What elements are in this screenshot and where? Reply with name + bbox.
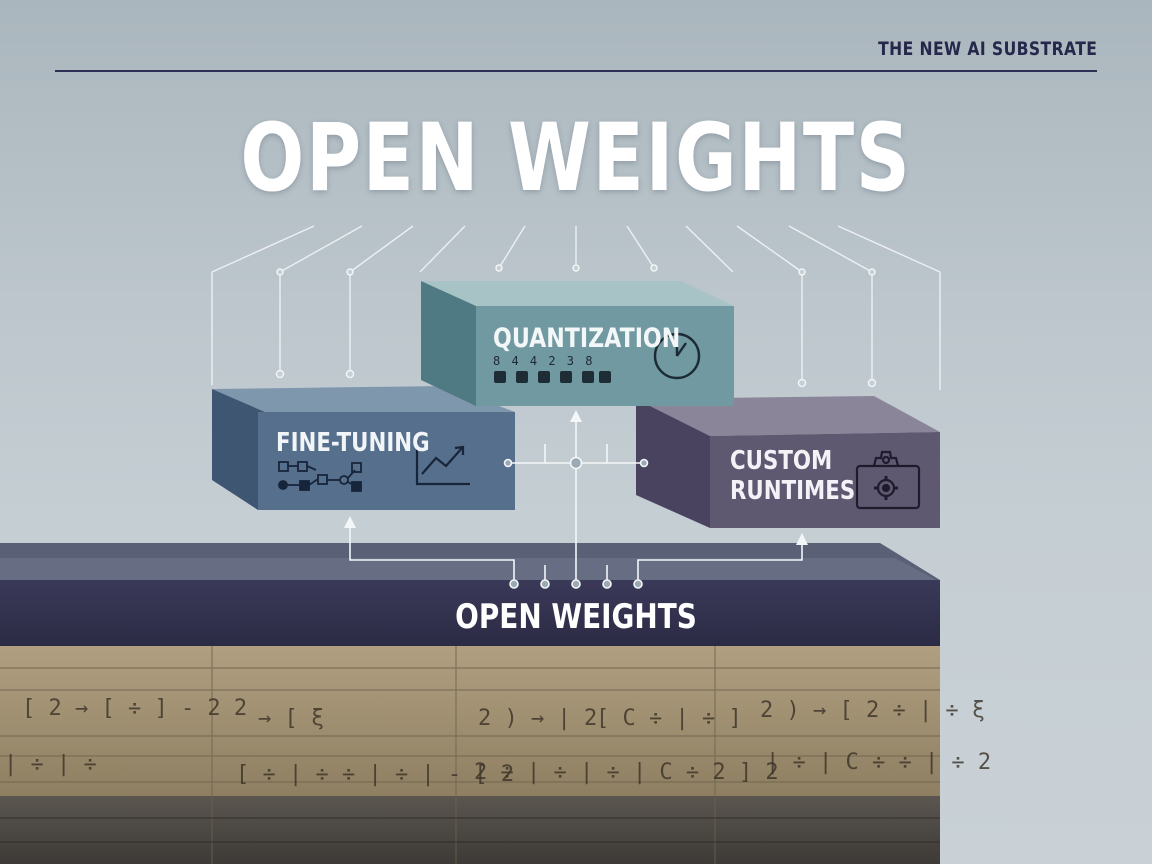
hero-title: OPEN WEIGHTS bbox=[240, 104, 912, 213]
custom-runtimes-label-line1: CUSTOM bbox=[730, 446, 833, 476]
rock-glyph: [ C ÷ | ÷ ] bbox=[596, 706, 742, 731]
rock-strata bbox=[0, 646, 940, 864]
rock-glyph: 2 ) → [ 2 ÷ | ÷ ξ bbox=[760, 698, 986, 723]
foundation-slab bbox=[0, 543, 940, 646]
trend-chart-icon bbox=[415, 440, 470, 486]
rock-glyph: [ 2 → [ ÷ ] - 2 2 bbox=[22, 696, 248, 721]
kicker-title: THE NEW AI SUBSTRATE bbox=[877, 38, 1097, 60]
quantization-label: QUANTIZATION bbox=[493, 323, 681, 354]
fine-tuning-block bbox=[212, 386, 515, 510]
center-dots bbox=[503, 456, 649, 589]
quantization-bit-digits: 8 4 4 2 3 8 bbox=[493, 354, 595, 368]
center-arrowheads bbox=[344, 410, 808, 545]
network-nodes-icon bbox=[278, 461, 362, 492]
connector-dots bbox=[275, 264, 877, 388]
rock-glyph: [ ÷ | ÷ ÷ | ÷ | - [ 2 bbox=[236, 762, 515, 787]
custom-runtimes-label-line2: RUNTIMES bbox=[730, 476, 856, 506]
rock-glyph: 2 ÷ | ÷ | ÷ | C ÷ 2 ] 2 bbox=[474, 760, 779, 785]
header-rule bbox=[55, 70, 1097, 72]
title-connector-lines bbox=[211, 225, 941, 390]
fine-tuning-label: FINE-TUNING bbox=[276, 428, 430, 458]
rock-glyph: → [ ξ bbox=[258, 706, 325, 731]
rock-glyph: 2 ) → | 2 bbox=[478, 706, 598, 731]
rock-glyph: | ÷ | ÷ bbox=[4, 752, 97, 777]
bit-squares bbox=[494, 371, 611, 383]
gear-window-icon bbox=[855, 450, 921, 510]
clock-icon bbox=[653, 332, 701, 380]
foundation-label: OPEN WEIGHTS bbox=[455, 597, 697, 637]
rock-glyph: | ÷ | C ÷ ÷ | ÷ 2 bbox=[766, 750, 992, 775]
